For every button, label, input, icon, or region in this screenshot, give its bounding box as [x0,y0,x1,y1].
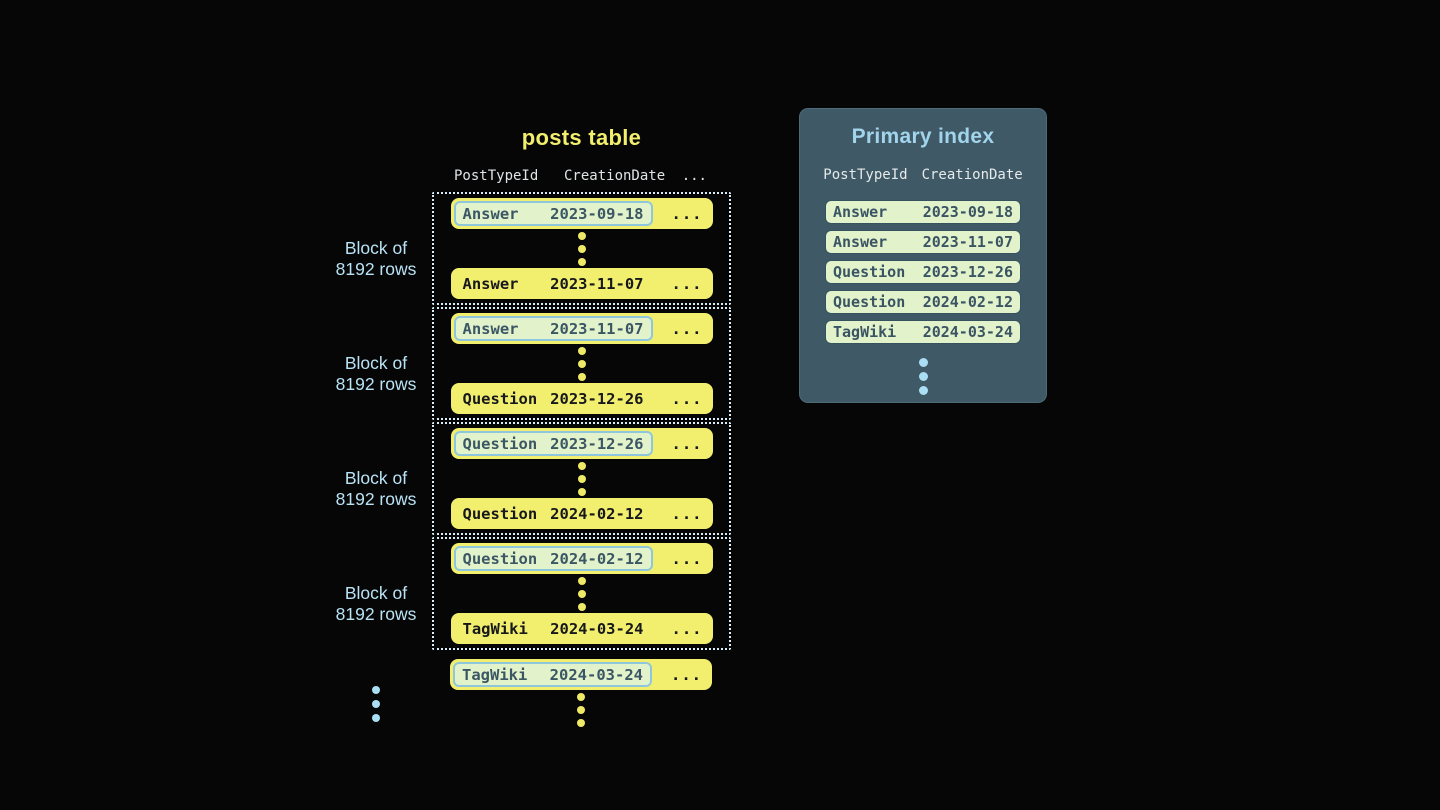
ellipsis-dots-vertical [577,576,586,611]
more-columns-ellipsis: ... [671,274,703,293]
posttypeid-value: Question [462,504,538,523]
ellipsis-dots-vertical [577,461,586,496]
block-label-2: Block of 8192 rows [335,353,417,394]
more-columns-ellipsis: ... [671,389,703,408]
table-row: TagWiki 2024-03-24 ... [450,613,713,644]
row-block-1: Answer 2023-09-18 ... Answer 2023-11-07 … [432,192,731,305]
more-index-entries-dots [918,358,928,395]
row-block-3: Question 2023-12-26 ... Question 2024-02… [432,422,731,535]
creationdate-value: 2024-02-12 [550,504,644,523]
posttypeid-value: TagWiki [462,619,528,638]
index-header-posttypeid: PostTypeId [823,167,908,183]
primary-index-header: PostTypeId CreationDate [823,166,1022,184]
creationdate-value: 2023-12-26 [550,389,644,408]
index-entry: Question 2024-02-12 [825,290,1021,314]
table-row: Question 2023-12-26 ... [450,383,713,414]
posttypeid-value: Question [462,389,538,408]
creationdate-value: 2023-12-26 [550,434,644,453]
posttypeid-value: Answer [462,319,519,338]
ellipsis-dots-vertical [577,231,586,266]
posttypeid-value: Answer [833,203,888,221]
creationdate-value: 2023-11-07 [550,274,644,293]
table-row: Question 2024-02-12 ... [450,543,713,574]
more-rows-dots [577,693,585,727]
index-entry: Answer 2023-09-18 [825,200,1021,224]
more-columns-ellipsis: ... [671,619,703,638]
primary-index-panel: Primary index PostTypeId CreationDate An… [799,108,1047,403]
creationdate-value: 2023-12-26 [922,263,1013,281]
creationdate-value: 2024-02-12 [922,293,1013,311]
table-row: Question 2023-12-26 ... [450,428,713,459]
row-block-2: Answer 2023-11-07 ... Question 2023-12-2… [432,307,731,420]
index-entry: Question 2023-12-26 [825,260,1021,284]
indexed-row-highlight: Question 2023-12-26 [453,431,653,456]
more-columns-ellipsis: ... [671,504,703,523]
posts-table-title: posts table [521,125,642,150]
creationdate-value: 2024-03-24 [549,665,643,684]
creationdate-value: 2023-09-18 [550,204,644,223]
indexed-row-highlight: Answer 2023-11-07 [453,316,653,341]
posttypeid-value: Question [833,293,906,311]
more-columns-ellipsis: ... [671,204,703,223]
block-label-1: Block of 8192 rows [335,238,417,279]
primary-index-title: Primary index [851,125,995,148]
indexed-row-highlight: TagWiki 2024-03-24 [453,662,652,687]
posts-header-more-columns: ... [681,168,707,184]
table-row: Question 2024-02-12 ... [450,498,713,529]
posts-table-header: PostTypeId CreationDate ... [432,167,731,185]
index-header-creationdate: CreationDate [921,167,1023,183]
indexed-row-highlight: Answer 2023-09-18 [453,201,653,226]
more-columns-ellipsis: ... [671,434,703,453]
posttypeid-value: Question [462,549,538,568]
more-blocks-dots [372,686,380,722]
more-columns-ellipsis: ... [671,665,702,684]
table-row: Answer 2023-11-07 ... [450,268,713,299]
posttypeid-value: Question [833,263,906,281]
creationdate-value: 2023-09-18 [922,203,1013,221]
ellipsis-dots-vertical [577,346,586,381]
creationdate-value: 2024-03-24 [550,619,644,638]
table-row: Answer 2023-09-18 ... [450,198,713,229]
indexed-row-highlight: Question 2024-02-12 [453,546,653,571]
creationdate-value: 2024-02-12 [550,549,644,568]
creationdate-value: 2024-03-24 [922,323,1013,341]
creationdate-value: 2023-11-07 [922,233,1013,251]
table-row-next-block: TagWiki 2024-03-24 ... [450,659,712,690]
more-columns-ellipsis: ... [671,549,703,568]
posttypeid-value: Answer [462,204,519,223]
row-block-4: Question 2024-02-12 ... TagWiki 2024-03-… [432,537,731,650]
posttypeid-value: Question [462,434,538,453]
more-columns-ellipsis: ... [671,319,703,338]
posttypeid-value: Answer [833,233,888,251]
block-label-4: Block of 8192 rows [335,583,417,624]
posttypeid-value: Answer [462,274,519,293]
posttypeid-value: TagWiki [833,323,897,341]
primary-index-rows: Answer 2023-09-18 Answer 2023-11-07 Ques… [825,200,1021,350]
index-entry: Answer 2023-11-07 [825,230,1021,254]
posts-header-posttypeid: PostTypeId [454,168,539,184]
posttypeid-value: TagWiki [462,665,528,684]
posts-header-creationdate: CreationDate [564,168,666,184]
table-row: Answer 2023-11-07 ... [450,313,713,344]
creationdate-value: 2023-11-07 [550,319,644,338]
index-entry: TagWiki 2024-03-24 [825,320,1021,344]
block-label-3: Block of 8192 rows [335,468,417,509]
